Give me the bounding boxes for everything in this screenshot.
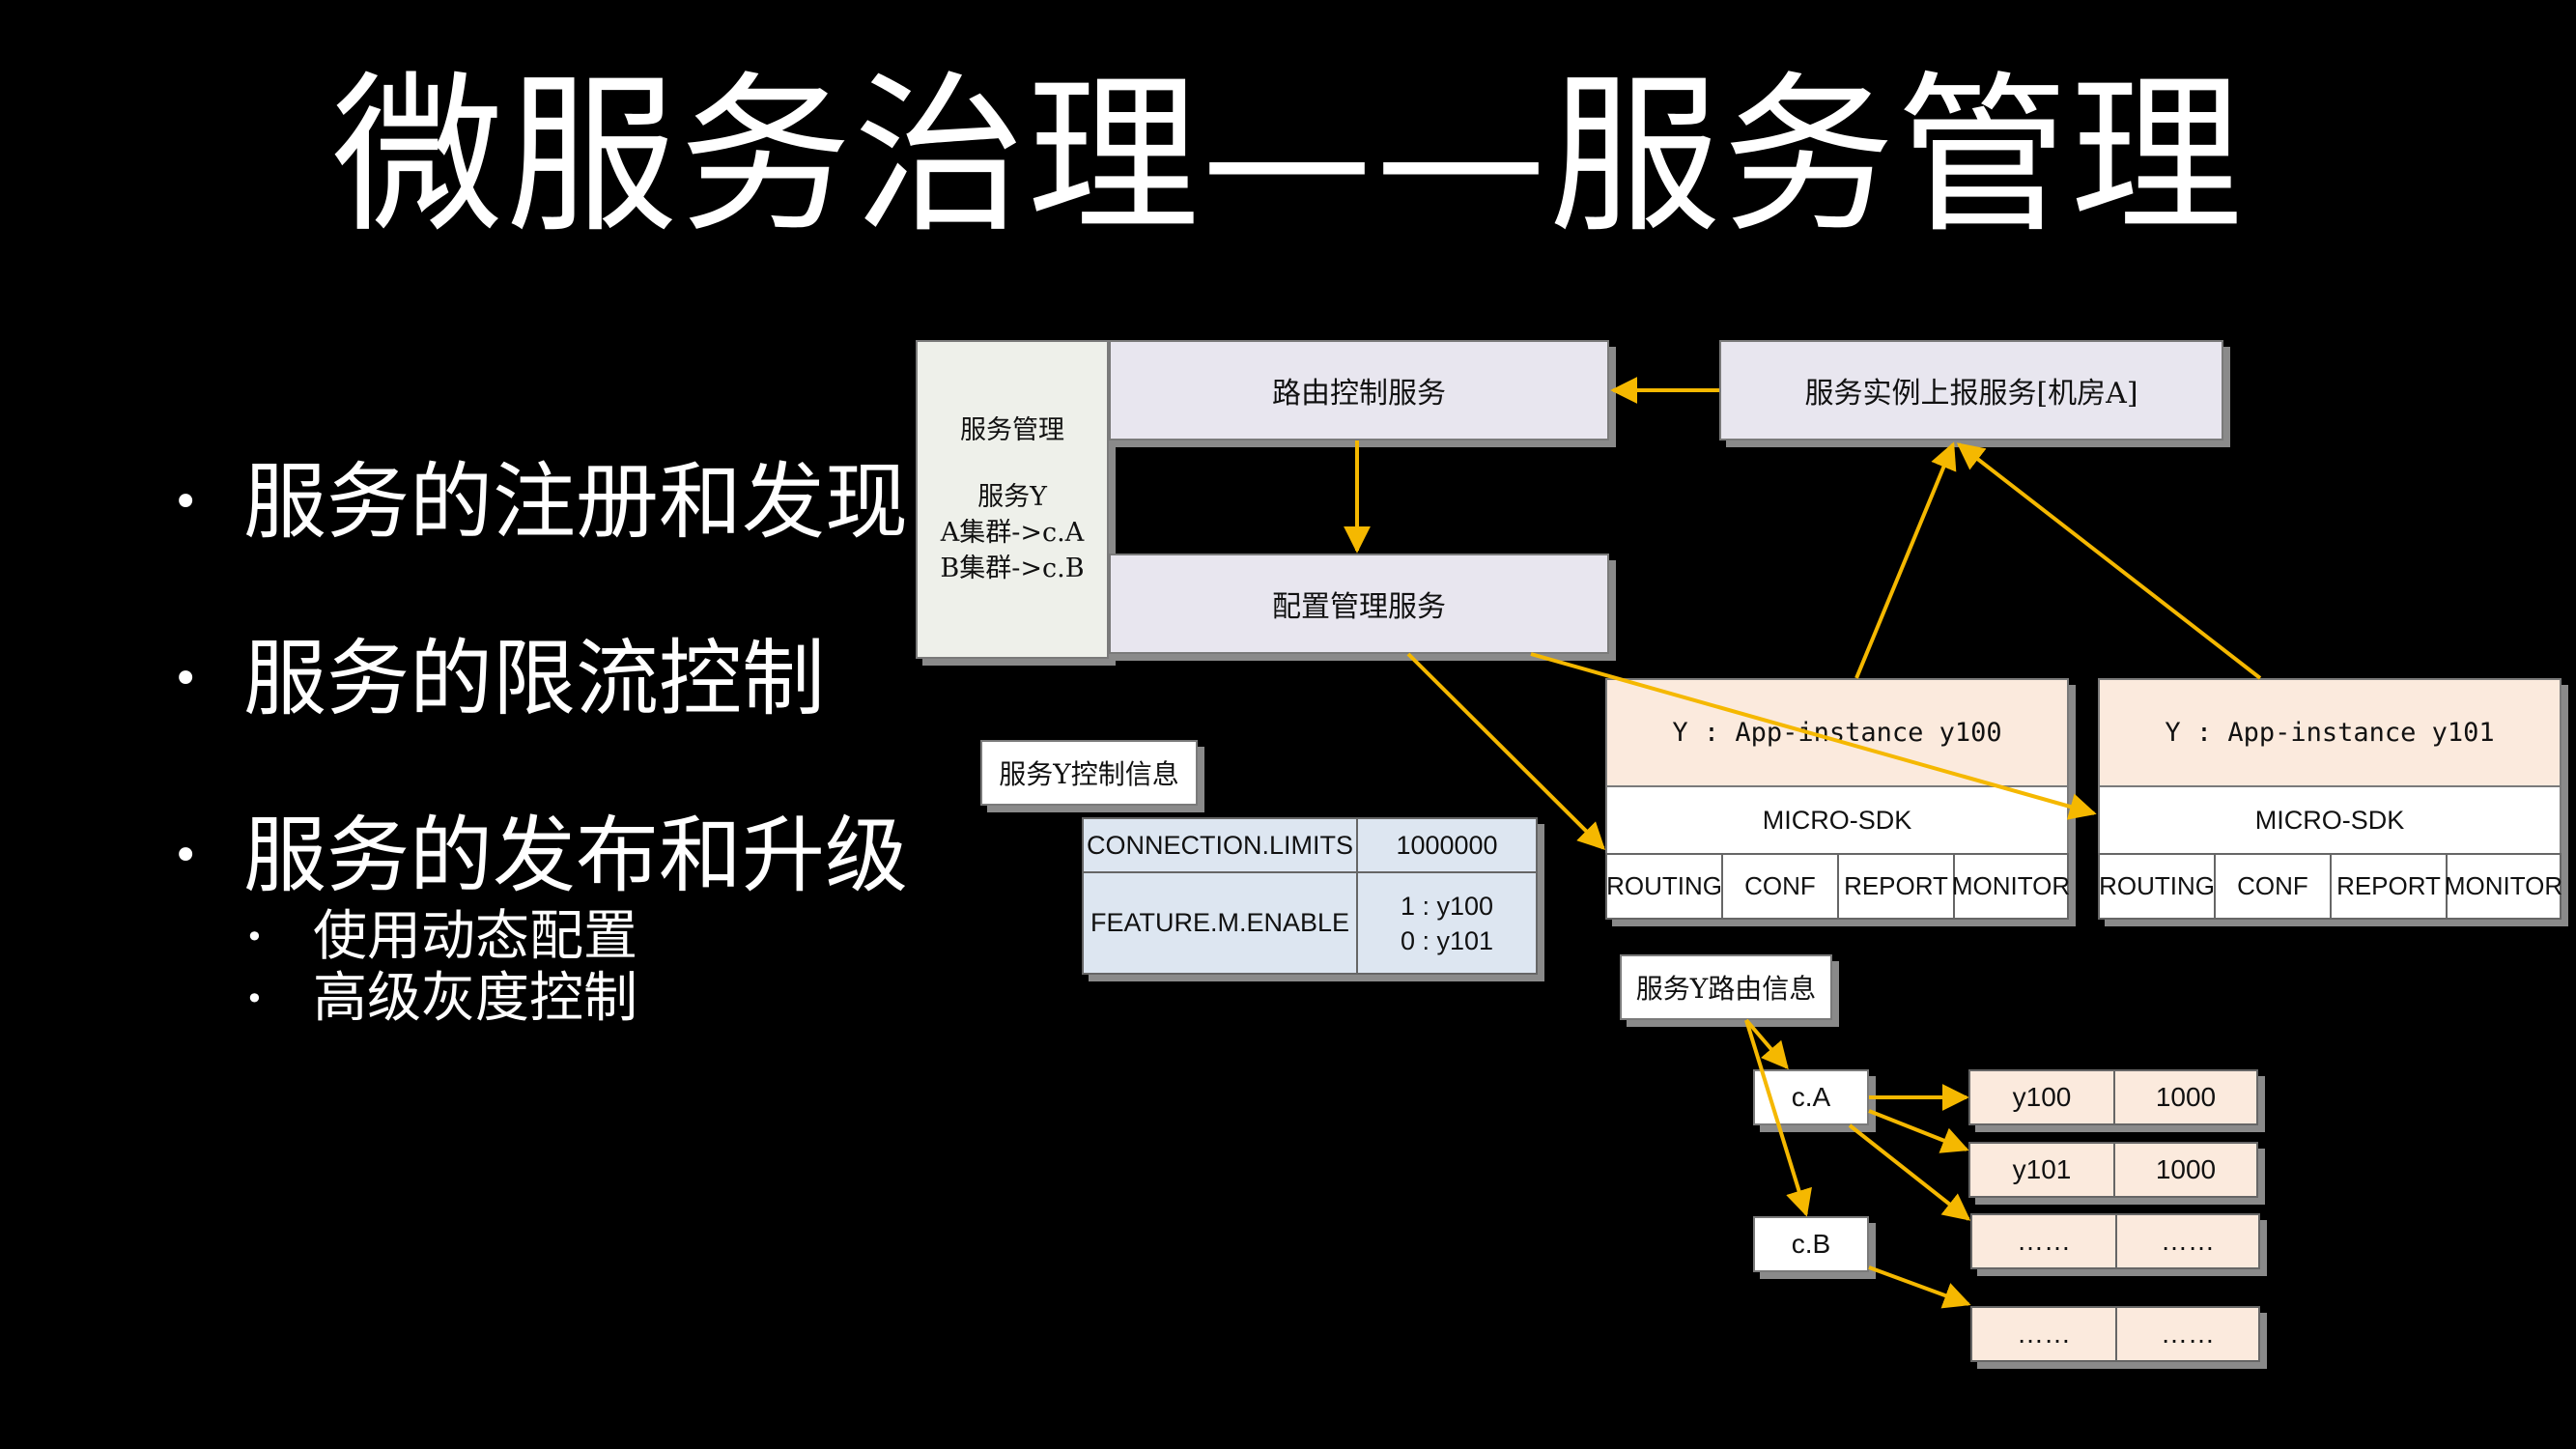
arrow-y101-to-report [1956,442,2262,680]
arrow-route-info-to-ca [1744,1018,1789,1070]
mgmt-line-cluster-a: A集群->c.A [940,518,1085,548]
module-routing: ROUTING [1605,853,1723,920]
app-instance-y101: Y : App-instance y101 MICRO-SDK ROUTING … [2098,678,2562,920]
module-conf: CONF [2214,853,2332,920]
route-row-ellipsis-b: …… …… [1970,1306,2260,1362]
arrow-config-to-y100 [1406,652,1605,850]
route-instance: y101 [1968,1142,2115,1198]
module-routing: ROUTING [2098,853,2216,920]
arrow-route-info-to-cb [1744,1019,1812,1217]
module-monitor: MONITOR [2445,853,2562,920]
module-report: REPORT [2330,853,2448,920]
control-key: CONNECTION.LIMITS [1082,817,1358,873]
mgmt-line-cluster-b: B集群->c.B [940,554,1085,583]
route-row-y100: y100 1000 [1968,1069,2258,1125]
arrow-y100-to-report [1854,441,1957,679]
service-management-title: 服务管理 [960,415,1064,445]
control-value: 1000000 [1356,817,1538,873]
bullet-rate-limit: 服务的限流控制 [172,631,825,727]
cluster-b: c.B [1753,1216,1869,1272]
service-management-panel: 服务管理 服务Y A集群->c.A B集群->c.B [916,340,1109,659]
routing-control-service: 路由控制服务 [1109,340,1609,440]
instance-report-service: 服务实例上报服务[机房A] [1719,340,2223,440]
control-info-table: CONNECTION.LIMITS 1000000 FEATURE.M.ENAB… [1082,817,1538,975]
control-info-label: 服务Y控制信息 [980,740,1198,806]
module-monitor: MONITOR [1952,853,2070,920]
route-instance: …… [1970,1213,2117,1269]
sub-bullet-dynamic-config: 使用动态配置 [174,906,637,969]
bullet-registration: 服务的注册和发现 [172,454,908,551]
cluster-a: c.A [1753,1069,1869,1125]
control-value: 1 : y100 0 : y101 [1356,871,1538,975]
sub-bullet-gray-control: 高级灰度控制 [174,968,637,1031]
arrow-ca-to-ellipsis [1848,1123,1971,1221]
arrow-cb-to-ellipsis [1868,1265,1971,1309]
route-row-ellipsis-a: …… …… [1970,1213,2260,1269]
route-info-label: 服务Y路由信息 [1620,954,1832,1020]
bullet-release: 服务的发布和升级 [172,808,908,904]
route-weight: …… [2115,1213,2260,1269]
slide-title: 微服务治理——服务管理 [331,56,2245,256]
route-weight: 1000 [2113,1142,2258,1198]
route-weight: …… [2115,1306,2260,1362]
config-management-service: 配置管理服务 [1109,554,1609,654]
arrow-config-to-y101 [1530,652,2097,820]
route-weight: 1000 [2113,1069,2258,1125]
control-key: FEATURE.M.ENABLE [1082,871,1358,975]
mgmt-line-service: 服务Y [977,482,1047,512]
arrow-ca-to-y101 [1868,1109,1969,1153]
route-row-y101: y101 1000 [1968,1142,2258,1198]
instance-name: Y : App-instance y101 [2098,678,2562,787]
micro-sdk-label: MICRO-SDK [2098,785,2562,855]
module-report: REPORT [1837,853,1955,920]
